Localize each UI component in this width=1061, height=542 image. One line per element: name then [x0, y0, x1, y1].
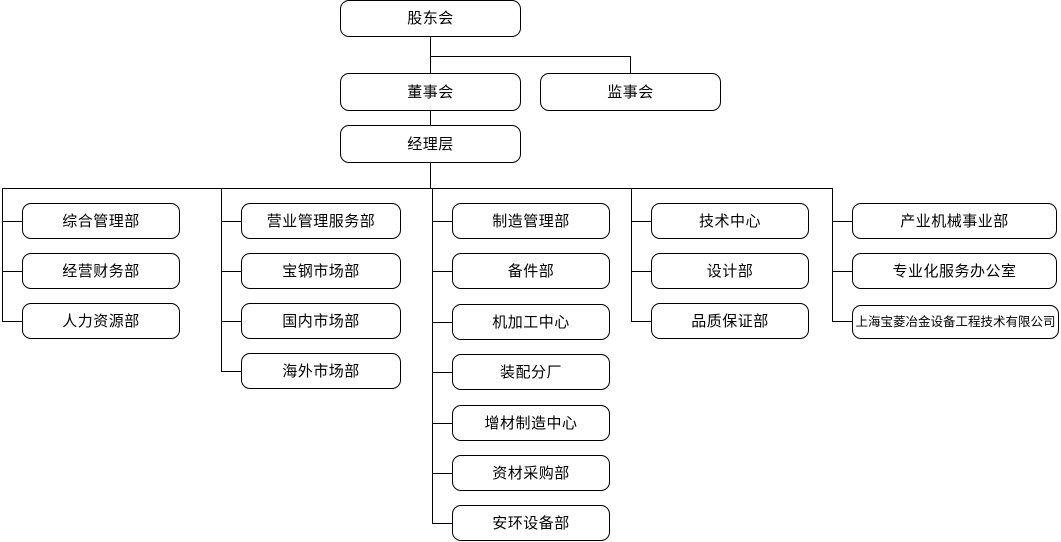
node-board-of-supervisors[interactable]: 监事会: [540, 73, 721, 111]
connector-column-4-stub-3: [631, 321, 652, 323]
node-dept-material-procurement[interactable]: 资材采购部: [452, 455, 610, 491]
node-shareholders[interactable]: 股东会: [340, 0, 521, 37]
node-management[interactable]: 经理层: [340, 125, 521, 163]
connector-board-of-directors-drop: [430, 56, 432, 74]
connector-column-2-stub-1: [221, 221, 242, 223]
connector-column-4-stub-2: [631, 271, 652, 273]
node-dept-specialized-service-office[interactable]: 专业化服务办公室: [852, 253, 1057, 289]
connector-column-3-stub-4: [432, 372, 453, 374]
node-dept-technology-center[interactable]: 技术中心: [651, 203, 809, 239]
node-dept-operations-finance[interactable]: 经营财务部: [22, 253, 180, 289]
connector-level2-bus: [430, 56, 631, 58]
connector-column-3-stub-1: [432, 221, 453, 223]
connector-column-3-stub-7: [432, 523, 453, 525]
node-dept-safety-env-equipment[interactable]: 安环设备部: [452, 505, 610, 541]
connector-column-2-spine: [221, 188, 223, 372]
connector-column-4-stub-1: [631, 221, 652, 223]
connector-column-5-stub-1: [832, 221, 853, 223]
node-dept-spare-parts[interactable]: 备件部: [452, 253, 610, 289]
node-dept-quality-assurance[interactable]: 品质保证部: [651, 303, 809, 339]
connector-column-3-stub-2: [432, 271, 453, 273]
node-dept-machining-center[interactable]: 机加工中心: [452, 304, 610, 340]
connector-column-3-spine: [432, 188, 434, 524]
node-dept-industrial-machinery-division[interactable]: 产业机械事业部: [852, 203, 1057, 239]
connector-column-1-stub-3: [2, 321, 23, 323]
connector-column-2-stub-4: [221, 371, 242, 373]
connector-management-drop: [430, 163, 432, 189]
connector-board-of-supervisors-drop: [630, 56, 632, 74]
node-dept-manufacturing-management[interactable]: 制造管理部: [452, 203, 610, 239]
connector-column-3-stub-6: [432, 473, 453, 475]
connector-column-3-stub-3: [432, 322, 453, 324]
connector-column-2-stub-2: [221, 271, 242, 273]
connector-column-1-spine: [2, 188, 4, 322]
connector-shareholders-drop: [430, 37, 432, 57]
connector-departments-bus: [2, 188, 832, 190]
node-dept-design[interactable]: 设计部: [651, 253, 809, 289]
node-dept-sales-management-service[interactable]: 营业管理服务部: [241, 203, 401, 239]
connector-column-1-stub-1: [2, 221, 23, 223]
connector-column-5-spine: [832, 188, 834, 322]
connector-column-1-stub-2: [2, 271, 23, 273]
node-dept-assembly-branch[interactable]: 装配分厂: [452, 354, 610, 390]
node-board-of-directors[interactable]: 董事会: [340, 73, 521, 111]
connector-column-2-stub-3: [221, 321, 242, 323]
node-dept-additive-manufacturing-center[interactable]: 增材制造中心: [452, 405, 610, 441]
node-dept-domestic-market[interactable]: 国内市场部: [241, 303, 401, 339]
node-dept-general-management[interactable]: 综合管理部: [22, 203, 180, 239]
connector-column-4-spine: [631, 188, 633, 322]
connector-column-5-stub-2: [832, 271, 853, 273]
connector-column-3-stub-5: [432, 423, 453, 425]
node-subsidiary-shanghai-baoling[interactable]: 上海宝菱冶金设备工程技术有限公司: [852, 305, 1059, 339]
node-dept-human-resources[interactable]: 人力资源部: [22, 303, 180, 339]
connector-column-5-stub-3: [832, 321, 853, 323]
node-dept-baosteel-market[interactable]: 宝钢市场部: [241, 253, 401, 289]
node-dept-overseas-market[interactable]: 海外市场部: [241, 353, 401, 389]
connector-directors-to-management: [430, 111, 432, 125]
